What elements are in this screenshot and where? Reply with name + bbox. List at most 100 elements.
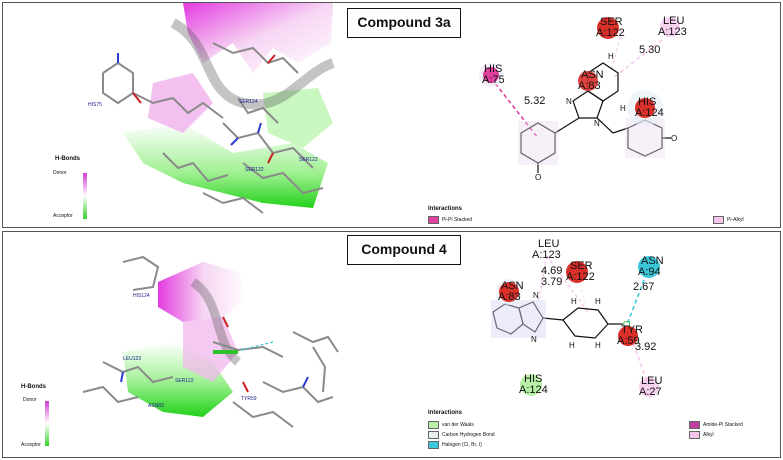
svg-text:A:59: A:59 [617,335,640,347]
legend-pi-alkyl: Pi-Alkyl [713,216,744,224]
svg-text:A:83: A:83 [578,80,601,92]
hbonds-gradient-bar [83,173,87,219]
halogen-bond [240,341,274,351]
svg-text:SER: SER [570,260,593,272]
svg-text:HIS: HIS [484,63,502,75]
legend-swatch [713,216,724,224]
svg-text:LEU: LEU [538,238,559,250]
legend-swatch [689,421,700,429]
compound-4-3d-view: HIS124 LEU123 SER122 ASN83 TYR59 [82,255,339,428]
residue-ser122: SER A:122 [596,16,625,39]
svg-text:ASN: ASN [581,69,604,81]
surface-donor-region [183,3,333,73]
residue-his124: HIS A:124 [519,373,548,396]
residue-asn83: ASN A:83 [578,69,604,92]
compound-4-2d-interaction-diagram: 4.69 3.79 2.67 3.92 N N H H H H Cl LEU A… [491,238,664,398]
svg-text:SER: SER [600,16,623,28]
legend-van-der-waals: van der Waals [428,421,474,429]
svg-text:A:27: A:27 [639,386,662,398]
residue-his75: HIS A:75 [479,63,505,87]
svg-text:A:94: A:94 [638,266,661,278]
ring-highlight [491,300,546,338]
residue-label-3d: SER122 [299,157,318,163]
hbonds-acceptor-label: Acceptor [53,213,73,219]
surface-donor-patch [148,73,213,133]
residue-asn94: ASN A:94 [638,255,664,278]
alkyl-line [537,255,548,303]
distance-label: 4.69 [541,265,562,277]
residue-label-3d: SER124 [239,99,258,105]
nitrogen-sticks [120,371,309,388]
residue-label-3d: LEU123 [123,356,141,362]
svg-text:A:122: A:122 [566,271,595,283]
atom-label: H [620,104,626,113]
interactions-title: Interactions [428,206,463,212]
residue-asn83: ASN A:83 [496,279,524,305]
hbonds-acceptor-label: Acceptor [21,442,41,448]
atom-label: H [608,52,614,61]
svg-text:A:123: A:123 [532,249,561,261]
legend-pi-pi-stacked: Pi-Pi Stacked [428,216,472,224]
oxygen-sticks [222,316,249,393]
legend-halogen: Halogen (Cl, Br, I) [428,441,482,449]
atom-label: H [569,341,575,350]
hbonds-gradient-bar [45,401,49,446]
surface-donor-region [158,262,248,322]
compound-3a-3d-view: HIS75 SER124 SER122 SER122 [88,3,335,214]
residue-label-3d: ASN83 [148,403,164,409]
svg-text:A:124: A:124 [519,384,548,396]
svg-text:TYR: TYR [621,324,643,336]
compound-title: Compound 4 [347,235,461,265]
surface-ridge [170,18,335,110]
residue-leu27: LEU A:27 [639,375,662,398]
compound-title: Compound 3a [347,8,461,38]
distance-label: 3.92 [635,341,656,353]
legend-swatch [428,441,439,449]
surface-donor-patch [183,317,238,382]
compound-3a-panel: HIS75 SER124 SER122 SER122 H-Bonds Donor… [2,2,781,228]
legend-swatch [428,216,439,224]
compound-3a-2d-interaction-diagram: 5.32 5.30 N N H H O O HI [479,15,687,182]
svg-text:HIS: HIS [638,96,656,108]
residue-his124: HIS A:124 [627,90,664,126]
svg-text:LEU: LEU [663,15,684,27]
atom-label: O [671,134,677,143]
residue-label-3d: HIS75 [88,102,102,108]
surface-acceptor-region [123,123,328,208]
atom-label: N [531,335,537,344]
residue-leu123: LEU A:123 [532,238,561,261]
hbonds-title: H-Bonds [55,156,80,162]
svg-text:LEU: LEU [641,375,662,387]
svg-text:ASN: ASN [641,255,664,267]
svg-text:A:123: A:123 [658,26,687,38]
hbonds-title: H-Bonds [21,384,46,390]
distance-label: 3.79 [541,276,562,288]
residue-ser122: SER A:122 [566,260,595,283]
distance-label: 5.30 [639,44,660,56]
surface-ridge [190,278,242,366]
svg-text:HIS: HIS [524,373,542,385]
ring-highlight [518,121,558,165]
legend-carbon-hydrogen-bond: Carbon Hydrogen Bond [428,431,495,439]
svg-text:A:122: A:122 [596,27,625,39]
svg-text:A:75: A:75 [482,74,505,86]
pi-alkyl-line [610,30,623,72]
oxygen-sticks [132,54,276,164]
legend-swatch [428,431,439,439]
pi-alkyl-line [612,39,663,79]
atom-label: Cl [623,320,631,329]
atom-label: H [571,297,577,306]
residue-label-3d: SER122 [175,378,194,384]
residue-tyr59: TYR A:59 [617,324,643,347]
hbonds-donor-label: Donor [53,170,67,176]
residue-label-3d: TYR59 [241,396,257,402]
atom-label: O [535,173,541,182]
legend-swatch [689,431,700,439]
stick-ligands [82,255,339,428]
nitrogen-sticks [117,53,262,146]
compound-4-panel: HIS124 LEU123 SER122 ASN83 TYR59 H-Bonds… [2,231,781,458]
surface-acceptor-patch [263,88,333,148]
atom-label: N [533,291,539,300]
legend-alkyl: Alkyl [689,431,714,439]
residue-label-3d: HIS124 [133,293,150,299]
